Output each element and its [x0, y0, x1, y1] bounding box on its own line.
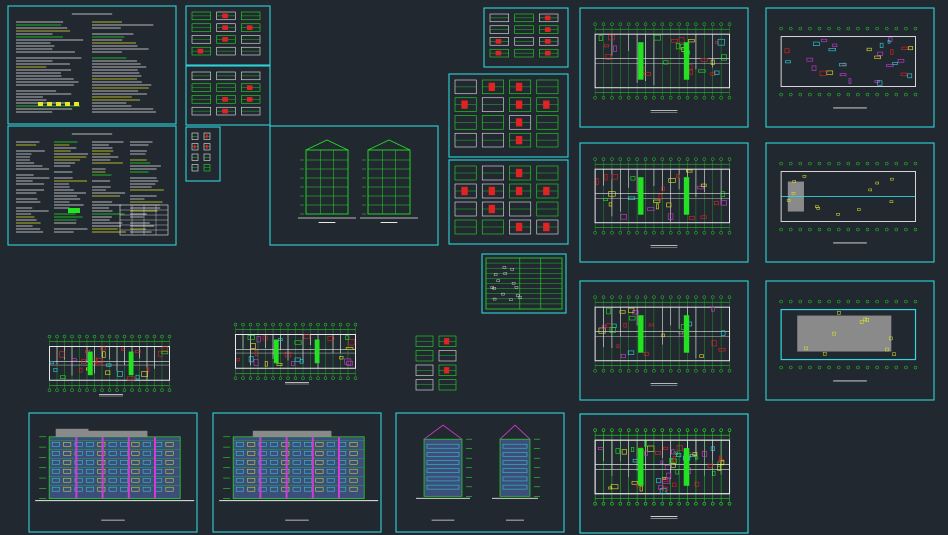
roof-plan-sheet-2[interactable] [765, 142, 935, 263]
roof-plan-sheet-3[interactable] [765, 280, 935, 401]
wall-detail-sheet-3[interactable] [448, 159, 569, 245]
floor-plan-sheet-2[interactable] [579, 142, 749, 263]
unframed-partial-plan[interactable] [415, 335, 457, 391]
side-elevation-sheet[interactable] [395, 412, 565, 533]
unframed-floor-plan-2[interactable] [233, 322, 358, 385]
roof-plan-sheet-1[interactable] [765, 7, 935, 128]
wall-detail-sheet-2[interactable] [448, 73, 569, 158]
door-window-table-sheet[interactable] [481, 253, 567, 314]
unframed-floor-plan-1[interactable] [47, 334, 172, 397]
front-elevation-sheet[interactable] [28, 412, 198, 533]
building-section-sheet[interactable] [269, 125, 439, 246]
wall-detail-sheet-1[interactable] [483, 7, 569, 68]
general-notes-sheet[interactable] [7, 5, 177, 125]
floor-plan-sheet-5[interactable] [579, 413, 749, 534]
node-detail-sheet[interactable] [185, 126, 221, 182]
staircase-detail-sheet-1[interactable] [185, 5, 271, 66]
rear-elevation-sheet[interactable] [212, 412, 382, 533]
door-window-notes-sheet[interactable] [7, 125, 177, 246]
sheets-layer [7, 5, 935, 534]
floor-plan-sheet-3[interactable] [579, 280, 749, 401]
floor-plan-sheet-1[interactable] [579, 7, 749, 128]
staircase-detail-sheet-2[interactable] [185, 65, 271, 126]
